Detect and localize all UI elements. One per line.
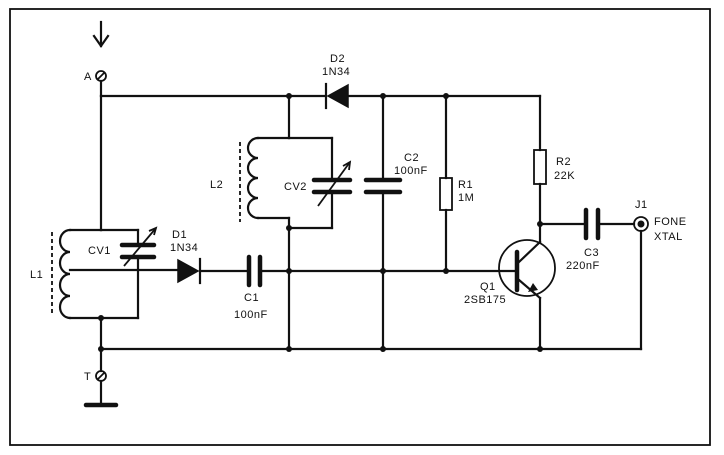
d1-value: 1N34 (170, 242, 198, 254)
diagram-frame (9, 8, 711, 446)
junction-dot (286, 93, 292, 99)
variable-capacitor-cv2 (287, 136, 353, 230)
transistor-q1 (444, 222, 556, 351)
jack-j1 (633, 216, 649, 351)
j1-line1: FONE (654, 216, 687, 228)
antenna-symbol (92, 20, 110, 48)
terminal-a (95, 70, 107, 82)
cv2-label: CV2 (284, 181, 307, 193)
r1-ref: R1 (458, 179, 473, 191)
capacitor-c2 (363, 94, 403, 351)
cv1-label: CV1 (88, 245, 111, 257)
c3-ref: C3 (584, 247, 599, 259)
junction-dot (443, 93, 449, 99)
c2-value: 100nF (394, 165, 428, 177)
coil-l1 (51, 228, 103, 320)
r1-value: 1M (458, 192, 474, 204)
junction-dot (98, 315, 104, 321)
capacitor-c3 (538, 207, 636, 241)
c3-value: 220nF (566, 260, 600, 272)
r2-value: 22K (554, 170, 575, 182)
c2-ref: C2 (404, 152, 419, 164)
variable-capacitor-cv1 (99, 226, 158, 320)
d1-ref: D1 (172, 229, 187, 241)
l2-label: L2 (210, 179, 223, 191)
junction-dot (286, 268, 292, 274)
resistor-r2 (533, 94, 547, 226)
terminal-t-label: T (84, 371, 91, 383)
terminal-t (95, 370, 107, 382)
junction-dot (380, 268, 386, 274)
d2-value: 1N34 (322, 66, 350, 78)
ground-symbol (83, 379, 119, 408)
junction-dot (380, 93, 386, 99)
junction-dot (286, 225, 292, 231)
capacitor-c1 (246, 254, 448, 288)
junction-dot (537, 346, 543, 352)
d2-ref: D2 (330, 53, 345, 65)
terminal-a-label: A (84, 71, 92, 83)
j1-ref: J1 (635, 199, 648, 211)
r2-ref: R2 (556, 156, 571, 168)
q1-value: 2SB175 (464, 294, 506, 306)
l1-label: L1 (30, 269, 43, 281)
resistor-r1 (439, 94, 453, 273)
c1-ref: C1 (244, 292, 259, 304)
c1-value: 100nF (234, 309, 268, 321)
coil-l2 (239, 136, 291, 222)
q1-ref: Q1 (480, 281, 496, 293)
diode-d1 (177, 257, 251, 285)
j1-line2: XTAL (654, 231, 683, 243)
diode-d2 (324, 82, 349, 110)
